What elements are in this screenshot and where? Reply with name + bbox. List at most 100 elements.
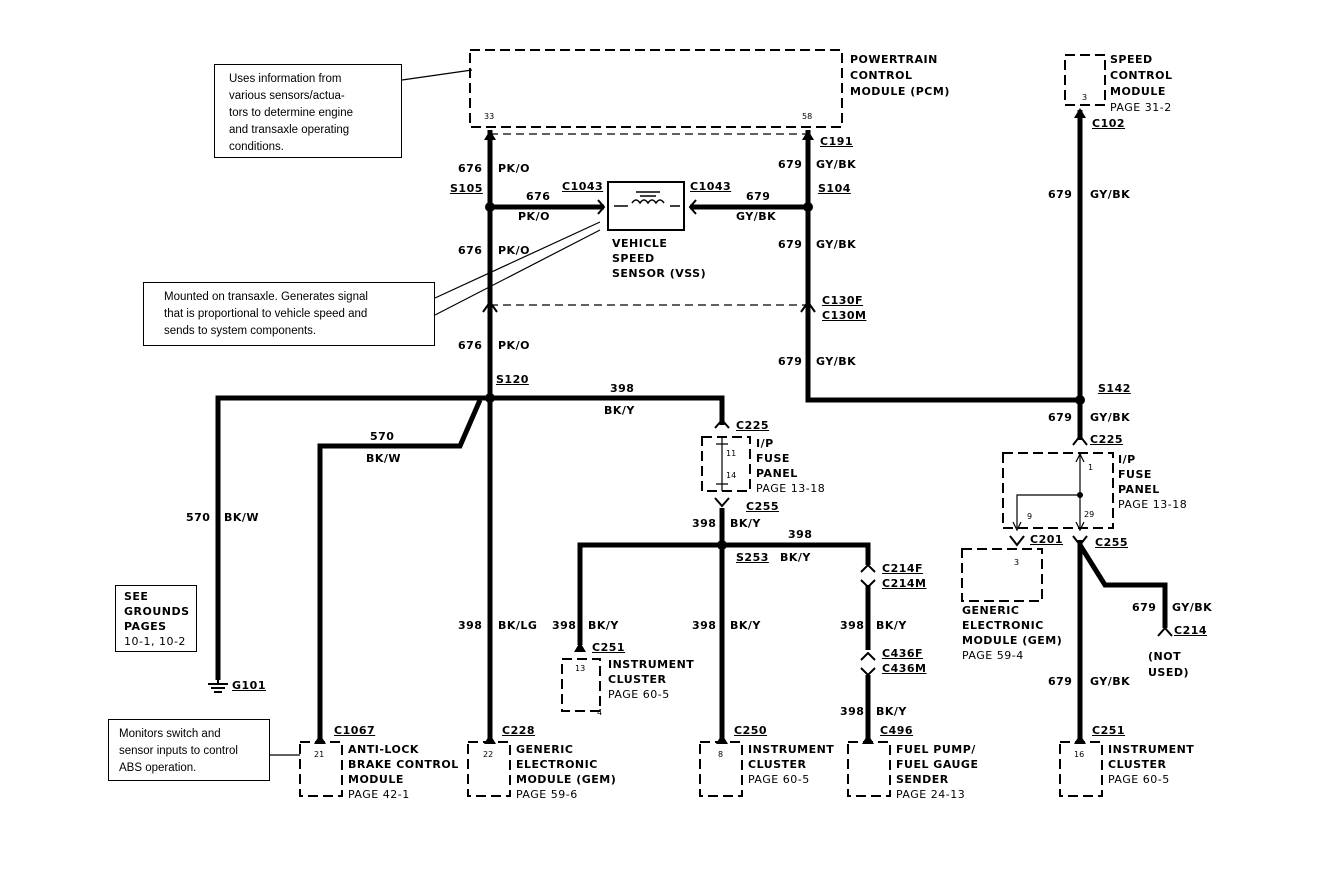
ic-c250-line: PAGE 60-5: [748, 773, 810, 786]
gem-right-label: GENERIC ELECTRONIC MODULE (GEM) PAGE 59-…: [962, 603, 1062, 663]
callout-pcm-leader: [401, 69, 473, 81]
abs-label-line: BRAKE CONTROL: [348, 758, 459, 771]
wire-label: 676: [458, 162, 483, 175]
wire-label: BK/Y: [730, 619, 761, 632]
ip-fuse-panel-right-box: [1002, 452, 1114, 529]
ic-c251-line: PAGE 60-5: [608, 688, 670, 701]
wire-label: GY/BK: [1090, 411, 1131, 424]
callout-pcm-line: and transaxle operating: [229, 124, 350, 136]
c130-right-icon: [800, 300, 816, 313]
splice-s120-label: S120: [496, 373, 529, 386]
wire-label: BK/Y: [604, 404, 635, 417]
gem-right-line: ELECTRONIC: [962, 619, 1044, 632]
wire-label: 398: [458, 619, 483, 632]
scm-box: [1064, 54, 1106, 106]
c191-arrow-icon: [484, 130, 814, 140]
wire-label: GY/BK: [736, 210, 777, 223]
pin-number: 9: [1027, 512, 1033, 521]
pin-number: 13: [575, 664, 586, 673]
splice-s253-label: S253: [736, 551, 769, 564]
grounds-line: 10-1, 10-2: [124, 635, 186, 648]
c251-right-arrow-icon: [1074, 734, 1086, 744]
c214-connector-icon: [860, 563, 876, 589]
splice-s142-label: S142: [1098, 382, 1131, 395]
wire-label: BK/Y: [730, 517, 761, 530]
ic-c250-line: INSTRUMENT: [748, 743, 835, 756]
connector-c436m: C436M: [882, 662, 927, 675]
callout-pcm-line: tors to determine engine: [229, 107, 354, 119]
c1043-right-jaw: [688, 199, 697, 215]
connector-c225-right: C225: [1090, 433, 1124, 446]
ic-right-label: INSTRUMENT CLUSTER PAGE 60-5: [1108, 742, 1194, 787]
pin-number: 14: [726, 471, 737, 480]
splice-s105-label: S105: [450, 182, 483, 195]
pin-number: 4: [597, 708, 603, 717]
grounds-reference: SEE GROUNDS PAGES 10-1, 10-2: [115, 585, 197, 652]
wire-label: 398: [840, 619, 865, 632]
callout-abs-line: ABS operation.: [119, 762, 197, 774]
connector-c214f: C214F: [882, 562, 924, 575]
vss-label-line: SPEED: [612, 252, 655, 265]
c225-right-icon: [1072, 434, 1088, 446]
pin-number: 3: [1014, 558, 1020, 567]
connector-c225-left: C225: [736, 419, 770, 432]
wire-label: 676: [526, 190, 551, 203]
wire-label: 676: [458, 339, 483, 352]
not-used-line: (NOT: [1148, 650, 1182, 663]
wire-label: 570: [186, 511, 211, 524]
c102-arrow-icon: [1074, 108, 1086, 118]
c250-arrow-icon: [716, 734, 728, 744]
pcm-label-line: POWERTRAIN: [850, 53, 938, 66]
wire-label: GY/BK: [816, 238, 857, 251]
abs-label-line: MODULE: [348, 773, 404, 786]
c214-end-icon: [1157, 626, 1173, 637]
ip-fuse-panel-right-label: I/P FUSE PANEL PAGE 13-18: [1118, 452, 1187, 512]
ip-fuse-right-line: FUSE: [1118, 468, 1152, 481]
connector-c251-left: C251: [592, 641, 626, 654]
ip-fuse-panel-left-label: I/P FUSE PANEL PAGE 13-18: [756, 436, 825, 496]
fuse-right-internal: [1016, 453, 1081, 528]
wire-pcm-58: [805, 130, 1080, 403]
wire-label: 679: [1132, 601, 1157, 614]
scm-label-line: CONTROL: [1110, 69, 1173, 82]
scm-label: SPEED CONTROL MODULE PAGE 31-2: [1110, 52, 1172, 116]
connector-c130f: C130F: [822, 294, 864, 307]
ground-g101-label: G101: [232, 679, 266, 692]
not-used-label: (NOT USED): [1148, 649, 1189, 681]
not-used-line: USED): [1148, 666, 1190, 679]
vss-label-line: VEHICLE: [612, 237, 668, 250]
callout-vss-leader: [434, 221, 601, 316]
ground-g101-icon: [208, 680, 228, 693]
wire-label: BK/W: [224, 511, 260, 524]
wire-570-abs: [317, 399, 483, 738]
connector-c1043-left: C1043: [562, 180, 604, 193]
wire-label: PK/O: [498, 339, 530, 352]
callout-vss-line: sends to system components.: [164, 325, 317, 337]
splice-s104-label: S104: [818, 182, 851, 195]
ic-c251-label: INSTRUMENT CLUSTER PAGE 60-5: [608, 657, 694, 702]
wire-570-ground: [215, 395, 490, 680]
pin-number: 33: [484, 112, 495, 121]
connector-c191: C191: [820, 135, 854, 148]
grounds-line: GROUNDS: [124, 605, 190, 618]
wire-label: 679: [1048, 675, 1073, 688]
wire-label: GY/BK: [1090, 675, 1131, 688]
pcm-label-line: CONTROL: [850, 69, 913, 82]
ic-right-line: INSTRUMENT: [1108, 743, 1195, 756]
connector-c201: C201: [1030, 533, 1064, 546]
wire-label: BK/Y: [876, 619, 907, 632]
wire-label: 398: [552, 619, 577, 632]
connector-c1043-right: C1043: [690, 180, 732, 193]
connector-c436f: C436F: [882, 647, 924, 660]
gem-right-line: MODULE (GEM): [962, 634, 1063, 647]
splice-s142: [1075, 395, 1085, 405]
wire-label: 398: [692, 619, 717, 632]
pcm-label-line: MODULE (PCM): [850, 85, 950, 98]
wire-label: 570: [370, 430, 395, 443]
wire-label: GY/BK: [1090, 188, 1131, 201]
connector-c130m: C130M: [822, 309, 867, 322]
ic-c250-label: INSTRUMENT CLUSTER PAGE 60-5: [748, 742, 834, 787]
wire-label: 398: [610, 382, 635, 395]
wire-label: 679: [778, 355, 803, 368]
